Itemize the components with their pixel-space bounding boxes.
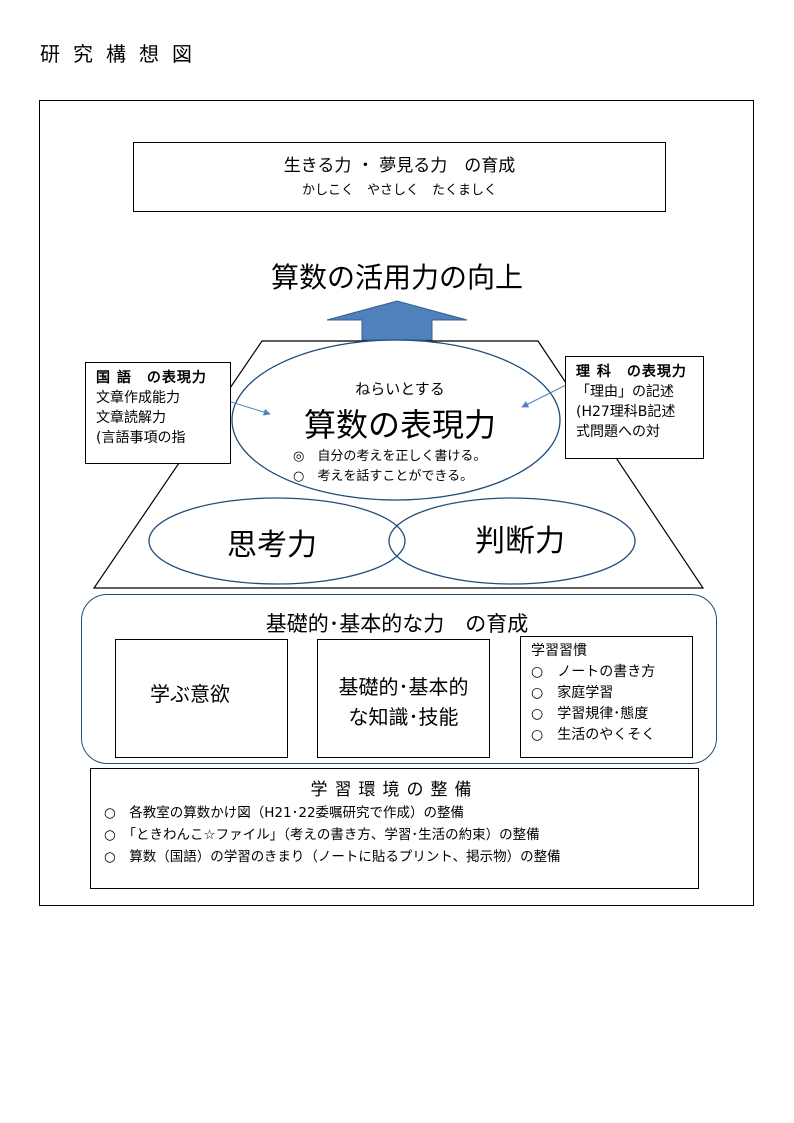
- basic-ability-heading: 基礎的･基本的な力 の育成: [265, 612, 529, 636]
- page-title: 研究構想図: [40, 42, 205, 66]
- environment-item: ○ 算数（国語）の学習のきまり（ノートに貼るプリント、掲示物）の整備: [104, 849, 561, 865]
- thinking-label: 思考力: [227, 528, 317, 563]
- rika-title: 理 科 の表現力: [576, 364, 687, 380]
- environment-item: ○ 各教室の算数かけ図（H21･22委嘱研究で作成）の整備: [104, 805, 465, 821]
- aim-item: ○ 考えを話すことができる。: [293, 469, 474, 484]
- motivation-label: 学ぶ意欲: [150, 682, 230, 706]
- up-arrow-icon: [326, 300, 468, 341]
- habit-item: ○ ノートの書き方: [531, 664, 656, 680]
- rika-line: (H27理科B記述: [576, 404, 676, 420]
- rika-line: 式問題への対: [576, 424, 660, 440]
- goal-sub-text: かしこく やさしく たくましく: [301, 183, 497, 198]
- motivation-box: 学ぶ意欲: [115, 639, 288, 758]
- rika-line: 「理由」の記述: [576, 384, 674, 400]
- aim-item: ◎ 自分の考えを正しく書ける。: [293, 449, 487, 464]
- aim-label: ねらいとする: [355, 380, 445, 398]
- kokugo-box: 国 語 の表現力 文章作成能力 文章読解力 (言語事項の指: [85, 362, 231, 464]
- knowledge-box: 基礎的･基本的 な知識･技能: [317, 639, 490, 758]
- knowledge-line: 基礎的･基本的: [338, 675, 469, 699]
- habit-item: ○ 家庭学習: [531, 685, 614, 701]
- environment-box: [90, 768, 699, 889]
- habit-item: ○ 学習規律･態度: [531, 706, 649, 722]
- judging-ellipse: [388, 497, 636, 585]
- aim-title: 算数の表現力: [303, 406, 496, 444]
- main-heading: 算数の活用力の向上: [270, 261, 523, 294]
- kokugo-line: (言語事項の指: [96, 430, 186, 446]
- goal-box: 生きる力 ・ 夢見る力 の育成 かしこく やさしく たくましく: [133, 142, 666, 212]
- thinking-ellipse: [148, 497, 406, 585]
- kokugo-line: 文章読解力: [96, 410, 166, 426]
- study-habits-box: 学習習慣 ○ ノートの書き方 ○ 家庭学習 ○ 学習規律･態度 ○ 生活のやくそ…: [520, 636, 693, 758]
- aim-items: ◎ 自分の考えを正しく書ける。 ○ 考えを話すことができる。: [293, 447, 486, 487]
- outer-frame: [39, 100, 754, 906]
- kokugo-title: 国 語 の表現力: [96, 370, 207, 386]
- basic-ability-frame: [81, 594, 717, 764]
- judging-label: 判断力: [475, 524, 565, 559]
- aim-ellipse: [231, 339, 561, 501]
- knowledge-label: 基礎的･基本的 な知識･技能: [318, 672, 489, 732]
- kokugo-line: 文章作成能力: [96, 390, 180, 406]
- rika-box: 理 科 の表現力 「理由」の記述 (H27理科B記述 式問題への対: [565, 356, 704, 459]
- environment-heading: 学習環境の整備: [310, 780, 479, 800]
- habits-title: 学習習慣: [531, 643, 587, 659]
- environment-items: ○ 各教室の算数かけ図（H21･22委嘱研究で作成）の整備 ○ 「ときわんこ☆フ…: [104, 802, 561, 868]
- habit-item: ○ 生活のやくそく: [531, 727, 656, 743]
- goal-main-text: 生きる力 ・ 夢見る力 の育成: [283, 156, 516, 176]
- pyramid-trapezoid: [92, 340, 705, 589]
- knowledge-line: な知識･技能: [348, 705, 459, 729]
- environment-item: ○ 「ときわんこ☆ファイル」（考えの書き方、学習･生活の約束）の整備: [104, 827, 540, 843]
